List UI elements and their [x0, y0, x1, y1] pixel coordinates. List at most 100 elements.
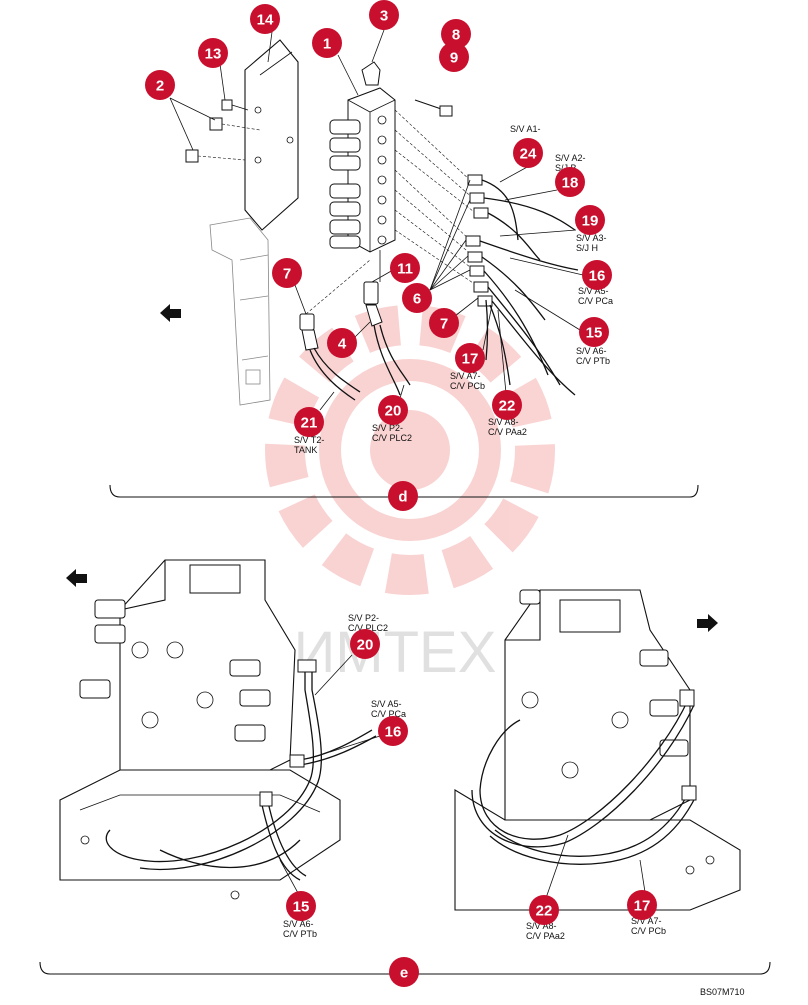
label-line: S/V A3- [576, 233, 607, 243]
callout-number: d [398, 489, 407, 506]
callout-circle [582, 260, 612, 290]
callout-circle [429, 308, 459, 338]
label-line: C/V PAa2 [526, 931, 565, 941]
callout-c22a: 22 [492, 390, 522, 420]
callout-circle [294, 407, 324, 437]
callout-cd: d [388, 481, 418, 511]
callout-circle [390, 253, 420, 283]
label-l-a8: S/V A8-C/V PAa2 [488, 417, 527, 437]
callout-circle [529, 895, 559, 925]
label-line: TANK [294, 445, 317, 455]
callout-c3: 3 [369, 0, 399, 30]
label-l-a6: S/V A6-C/V PTb [576, 346, 610, 366]
label-line: S/V A8- [488, 417, 519, 427]
label-line: S/V A6- [576, 346, 607, 356]
callout-number: 4 [338, 336, 347, 353]
label-l-t2: S/V T2-TANK [294, 435, 324, 455]
solenoid-valve-block [329, 87, 396, 253]
hose-right [471, 689, 697, 865]
callout-number: 18 [562, 175, 579, 192]
callout-c16b: 16 [378, 716, 408, 746]
callout-c18: 18 [555, 167, 585, 197]
label-line: C/V PCa [578, 296, 613, 306]
direction-arrow-left-bottom [66, 569, 87, 587]
callout-number: 15 [586, 325, 603, 342]
callout-number: 17 [634, 898, 651, 915]
direction-arrow-right [697, 614, 718, 632]
callout-c22b: 22 [529, 895, 559, 925]
callout-number: 9 [450, 50, 458, 67]
bolt-13 [221, 99, 249, 111]
watermark-gear [265, 305, 555, 595]
callout-circle [327, 328, 357, 358]
drawing-code: BS07M710 [700, 987, 745, 997]
label-l-a8b: S/V A8-C/V PAa2 [526, 921, 565, 941]
callout-number: 2 [156, 78, 164, 95]
callout-c4: 4 [327, 328, 357, 358]
callout-circle [378, 395, 408, 425]
callout-number: 13 [205, 46, 222, 63]
callout-c7a: 7 [272, 258, 302, 288]
callout-circle [198, 38, 228, 68]
callout-number: 17 [462, 351, 479, 368]
callout-number: 20 [385, 403, 402, 420]
callout-circle [378, 716, 408, 746]
control-valve-left [59, 559, 341, 900]
callout-c17b: 17 [627, 890, 657, 920]
callout-circle [272, 258, 302, 288]
callout-c20a: 20 [378, 395, 408, 425]
callout-number: 22 [536, 903, 553, 920]
callout-circle [455, 343, 485, 373]
label-l-p2b: S/V P2-C/V PLC2 [348, 613, 388, 633]
callout-c7b: 7 [429, 308, 459, 338]
bolt-2a [209, 117, 223, 131]
section-d-drawing [109, 29, 699, 498]
callout-number: 20 [357, 637, 374, 654]
callout-circle [441, 19, 471, 49]
callout-ce: e [389, 957, 419, 987]
labels-layer: S/V A1-S/V A2-S/J BS/V A3-S/J HS/V A5-C/… [283, 124, 666, 941]
callout-number: 19 [582, 213, 599, 230]
label-line: C/V PTb [283, 929, 317, 939]
label-line: S/V A5- [371, 699, 402, 709]
callout-circle [575, 205, 605, 235]
callout-c13: 13 [198, 38, 228, 68]
callout-number: 7 [283, 266, 291, 283]
label-line: C/V PTb [576, 356, 610, 366]
callout-circle [389, 957, 419, 987]
label-line: C/V PCb [450, 381, 485, 391]
callout-number: 16 [385, 724, 402, 741]
callout-circle [555, 167, 585, 197]
callout-c14: 14 [250, 4, 280, 34]
label-l-a5b: S/V A5-C/V PCa [371, 699, 406, 719]
callout-circle [513, 138, 543, 168]
callout-number: 8 [452, 27, 460, 44]
callout-c15b: 15 [286, 891, 316, 921]
label-l-a7: S/V A7-C/V PCb [450, 371, 485, 391]
label-line: S/V A2- [555, 153, 586, 163]
label-l-a7b: S/V A7-C/V PCb [631, 916, 666, 936]
callout-c11: 11 [390, 253, 420, 283]
callout-c2: 2 [145, 70, 175, 100]
label-line: S/V A5- [578, 286, 609, 296]
callout-circle [579, 317, 609, 347]
label-line: S/V A8- [526, 921, 557, 931]
callout-number: 16 [589, 268, 606, 285]
callout-number: 21 [301, 415, 318, 432]
label-line: C/V PLC2 [348, 623, 388, 633]
callout-c20b: 20 [350, 629, 380, 659]
hose-bundle-right [479, 179, 579, 396]
label-line: S/V T2- [294, 435, 324, 445]
callout-c15: 15 [579, 317, 609, 347]
section-e-drawing [39, 559, 771, 975]
callout-c17a: 17 [455, 343, 485, 373]
label-l-a5: S/V A5-C/V PCa [578, 286, 613, 306]
callout-number: 11 [397, 261, 413, 278]
label-line: S/V A1- [510, 124, 541, 134]
label-l-a6b: S/V A6-C/V PTb [283, 919, 317, 939]
hose-left [105, 659, 377, 881]
callouts-layer: 138914132241819161511767417222021d201615… [145, 0, 657, 987]
callout-circle [369, 0, 399, 30]
callout-number: 6 [413, 291, 421, 308]
label-line: S/V A7- [450, 371, 481, 381]
